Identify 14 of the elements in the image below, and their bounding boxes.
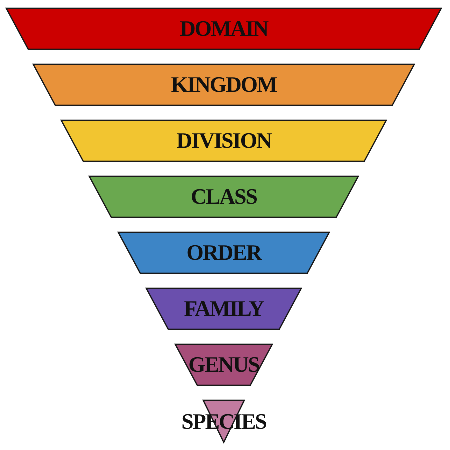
level-label: KINGDOM bbox=[171, 74, 277, 96]
pyramid-band bbox=[118, 232, 330, 274]
pyramid-band bbox=[89, 176, 359, 218]
level-label: CLASS bbox=[191, 186, 257, 208]
pyramid-band bbox=[61, 120, 387, 162]
pyramid-band bbox=[33, 64, 415, 106]
pyramid-band bbox=[175, 344, 273, 386]
level-label: ORDER bbox=[186, 242, 262, 264]
pyramid-band bbox=[146, 288, 302, 330]
level-label: DIVISION bbox=[176, 130, 272, 152]
level-label: DOMAIN bbox=[180, 18, 268, 40]
level-label: GENUS bbox=[188, 354, 260, 376]
level-label: FAMILY bbox=[184, 298, 264, 320]
pyramid-band bbox=[6, 8, 442, 50]
